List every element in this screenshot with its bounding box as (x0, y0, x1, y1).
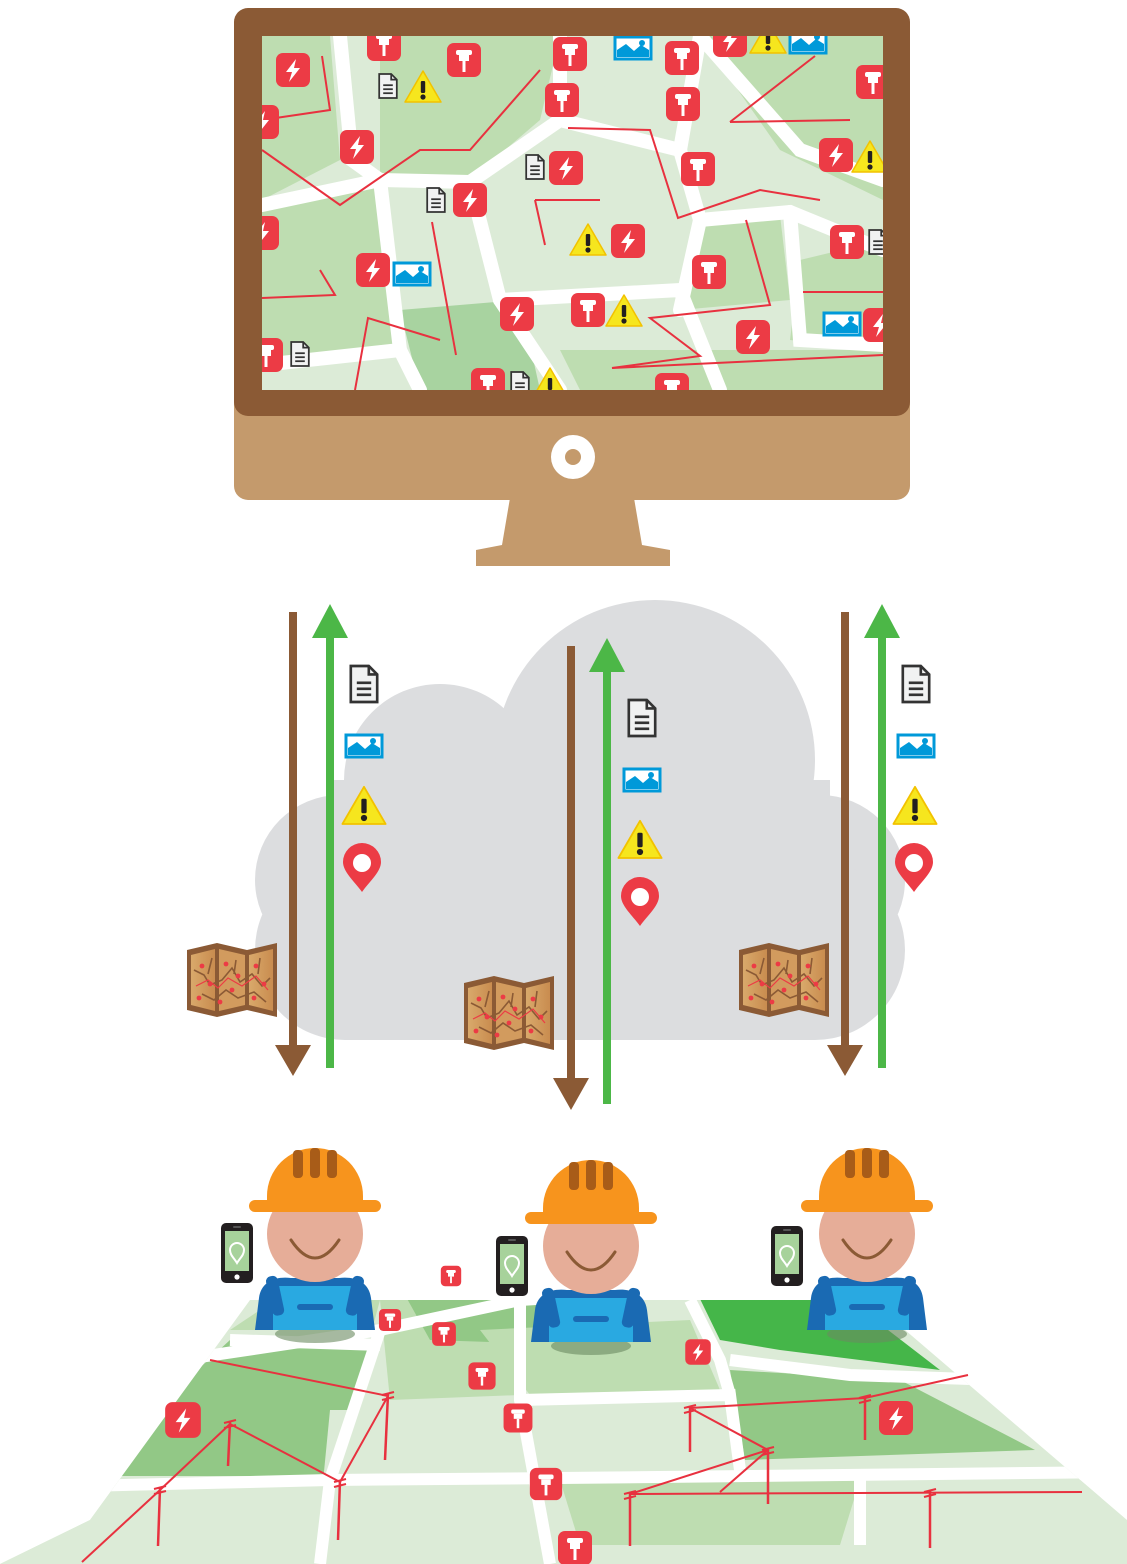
screen-map (245, 22, 897, 407)
pole-marker-icon (558, 1531, 592, 1564)
power-button-icon (551, 435, 595, 479)
photo-icon (624, 769, 660, 791)
folded-map-icon (187, 943, 277, 1017)
document-icon (903, 666, 929, 702)
photo-icon (346, 735, 382, 757)
hard-hat-worker (801, 1148, 933, 1343)
upload-icons-right (893, 666, 936, 892)
folded-map-icon (464, 976, 554, 1050)
pole-marker-icon (441, 1266, 461, 1286)
hard-hat-worker (249, 1148, 381, 1343)
power-icon (165, 1402, 201, 1438)
power-icon (879, 1401, 913, 1435)
document-icon (629, 700, 655, 736)
document-icon (351, 666, 377, 702)
pole-marker-icon (504, 1404, 533, 1433)
pole-marker-icon (468, 1362, 495, 1389)
folded-map-icon (739, 943, 829, 1017)
pole-marker-icon (432, 1322, 456, 1346)
monitor-stand (476, 498, 670, 566)
smartphone-icon (771, 1226, 803, 1286)
pole-marker-icon (530, 1468, 562, 1500)
hard-hat-worker (525, 1160, 657, 1355)
smartphone-icon (221, 1223, 253, 1283)
photo-icon (898, 735, 934, 757)
power-icon (685, 1339, 711, 1365)
smartphone-icon (496, 1236, 528, 1296)
warning-icon (893, 787, 936, 824)
pole-marker-icon (379, 1309, 401, 1331)
